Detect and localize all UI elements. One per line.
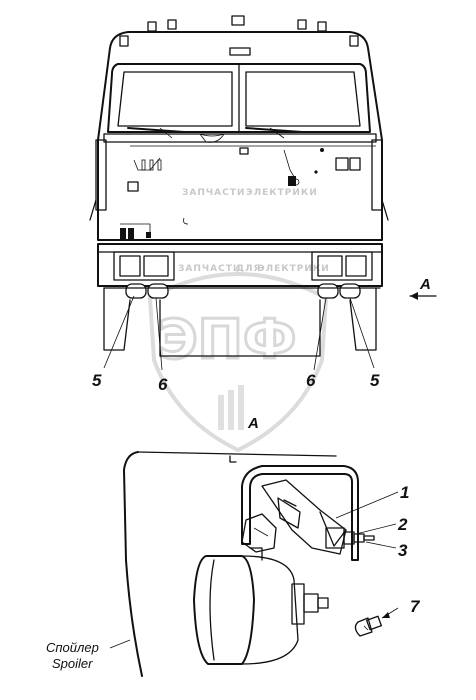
- wiring-harness: [127, 145, 376, 225]
- bulb-icon: [354, 615, 382, 637]
- callout-6-left: 6: [158, 375, 168, 394]
- headlamp-body: [193, 547, 329, 665]
- spoiler-caption-en: Spoiler: [52, 656, 93, 671]
- wipers: [127, 127, 303, 143]
- callout-3: 3: [398, 541, 408, 560]
- roof-sign: [229, 47, 251, 56]
- mounting-bracket: [241, 465, 359, 561]
- spoiler-caption-ru: Спойлер: [46, 640, 99, 655]
- lower-left-connectors: [120, 223, 151, 240]
- watermark-text-right: ЭЛЕКТРИКИ: [258, 264, 330, 274]
- cowl: [103, 133, 377, 143]
- side-mirrors: [89, 139, 389, 221]
- leader-lines-detail: [335, 491, 399, 619]
- hinge-bracket: [241, 513, 277, 553]
- mudflap-right: [349, 287, 377, 351]
- watermark-text-cab-left: ЗАПЧАСТИ: [182, 188, 245, 198]
- roof-marker-lights: [119, 15, 359, 47]
- headlight-left: [113, 251, 175, 281]
- spoiler-contour: [123, 451, 143, 677]
- callout-7: 7: [410, 597, 421, 616]
- callout-2: 2: [397, 515, 408, 534]
- watermark: ЭПФ ЗАПЧАСТИ ДЛЯ ЭЛЕКТРИКИ ЗАПЧАСТИ ЭЛЕК…: [147, 188, 330, 453]
- truck-front-view: 5 6 6 5 A: [89, 15, 437, 394]
- callout-5-right: 5: [370, 371, 380, 390]
- callout-5-left: 5: [92, 371, 102, 390]
- watermark-big-letters: ЭПФ: [158, 308, 296, 371]
- leader-lines-front: [103, 295, 375, 371]
- detail-view-a: A: [46, 415, 421, 677]
- mudflap-left: [103, 287, 131, 351]
- watermark-text-cab-right: ЭЛЕКТРИКИ: [246, 188, 318, 198]
- headlight-right: [311, 251, 373, 281]
- bumper: [97, 243, 383, 287]
- callout-6-right: 6: [306, 371, 316, 390]
- callout-1: 1: [400, 483, 409, 502]
- view-arrow-a: A: [409, 276, 437, 300]
- cab-outline: [97, 31, 383, 241]
- windshield: [107, 63, 371, 133]
- lamp-housing: [261, 479, 347, 555]
- view-arrow-label: A: [419, 276, 431, 293]
- watermark-text-mid: ДЛЯ: [236, 264, 261, 274]
- watermark-text-left: ЗАПЧАСТИ: [178, 264, 241, 274]
- adjust-bolt: [325, 527, 375, 549]
- detail-view-title: A: [247, 415, 259, 432]
